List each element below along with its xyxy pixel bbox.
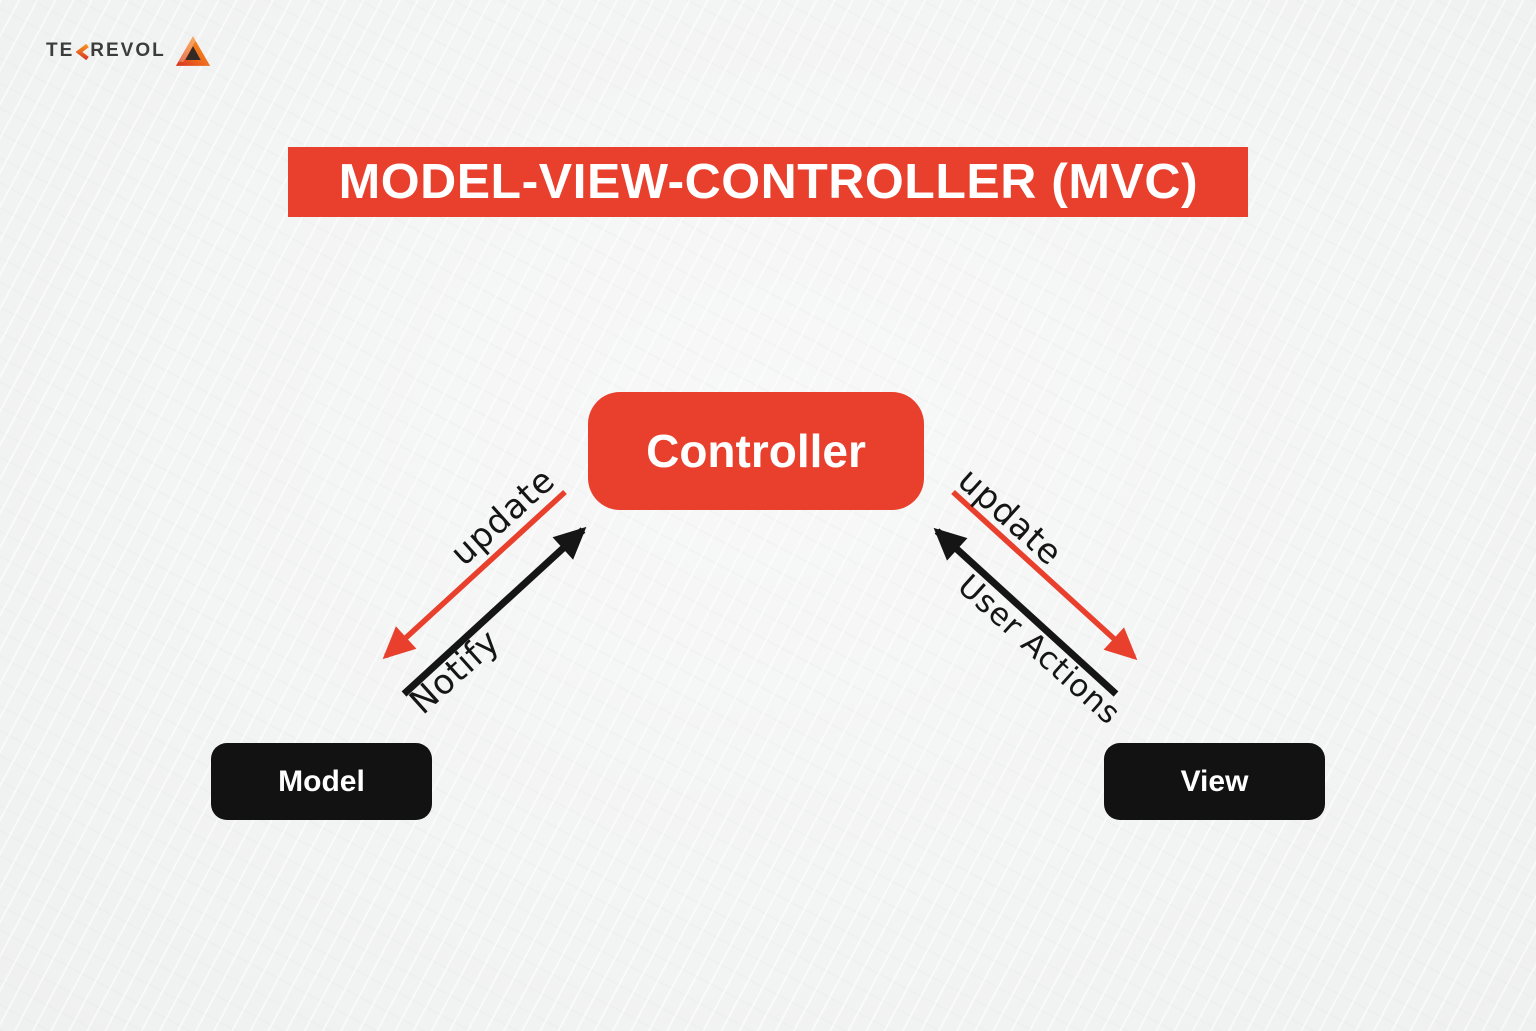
- node-controller-label: Controller: [646, 425, 866, 477]
- logo-text-te: TE: [46, 40, 75, 61]
- node-model: Model: [211, 743, 432, 820]
- page-title: MODEL-VIEW-CONTROLLER (MVC): [338, 155, 1198, 209]
- arrow-view-to-controller: [933, 527, 1119, 697]
- logo-k-chevron-icon: [76, 44, 90, 60]
- tekrevol-logo: TE REVOL: [46, 34, 211, 68]
- node-view-label: View: [1180, 764, 1249, 798]
- node-controller: Controller: [588, 392, 924, 510]
- logo-text-revol: REVOL: [90, 40, 166, 61]
- arrow-controller-to-model: [382, 489, 567, 660]
- arrow-model-to-controller: [401, 526, 587, 697]
- tekrevol-triangle-icon: [175, 35, 210, 66]
- node-model-label: Model: [278, 764, 365, 798]
- arrow-controller-to-view: [951, 489, 1138, 661]
- title-banner: MODEL-VIEW-CONTROLLER (MVC): [288, 147, 1248, 217]
- node-view: View: [1104, 743, 1325, 820]
